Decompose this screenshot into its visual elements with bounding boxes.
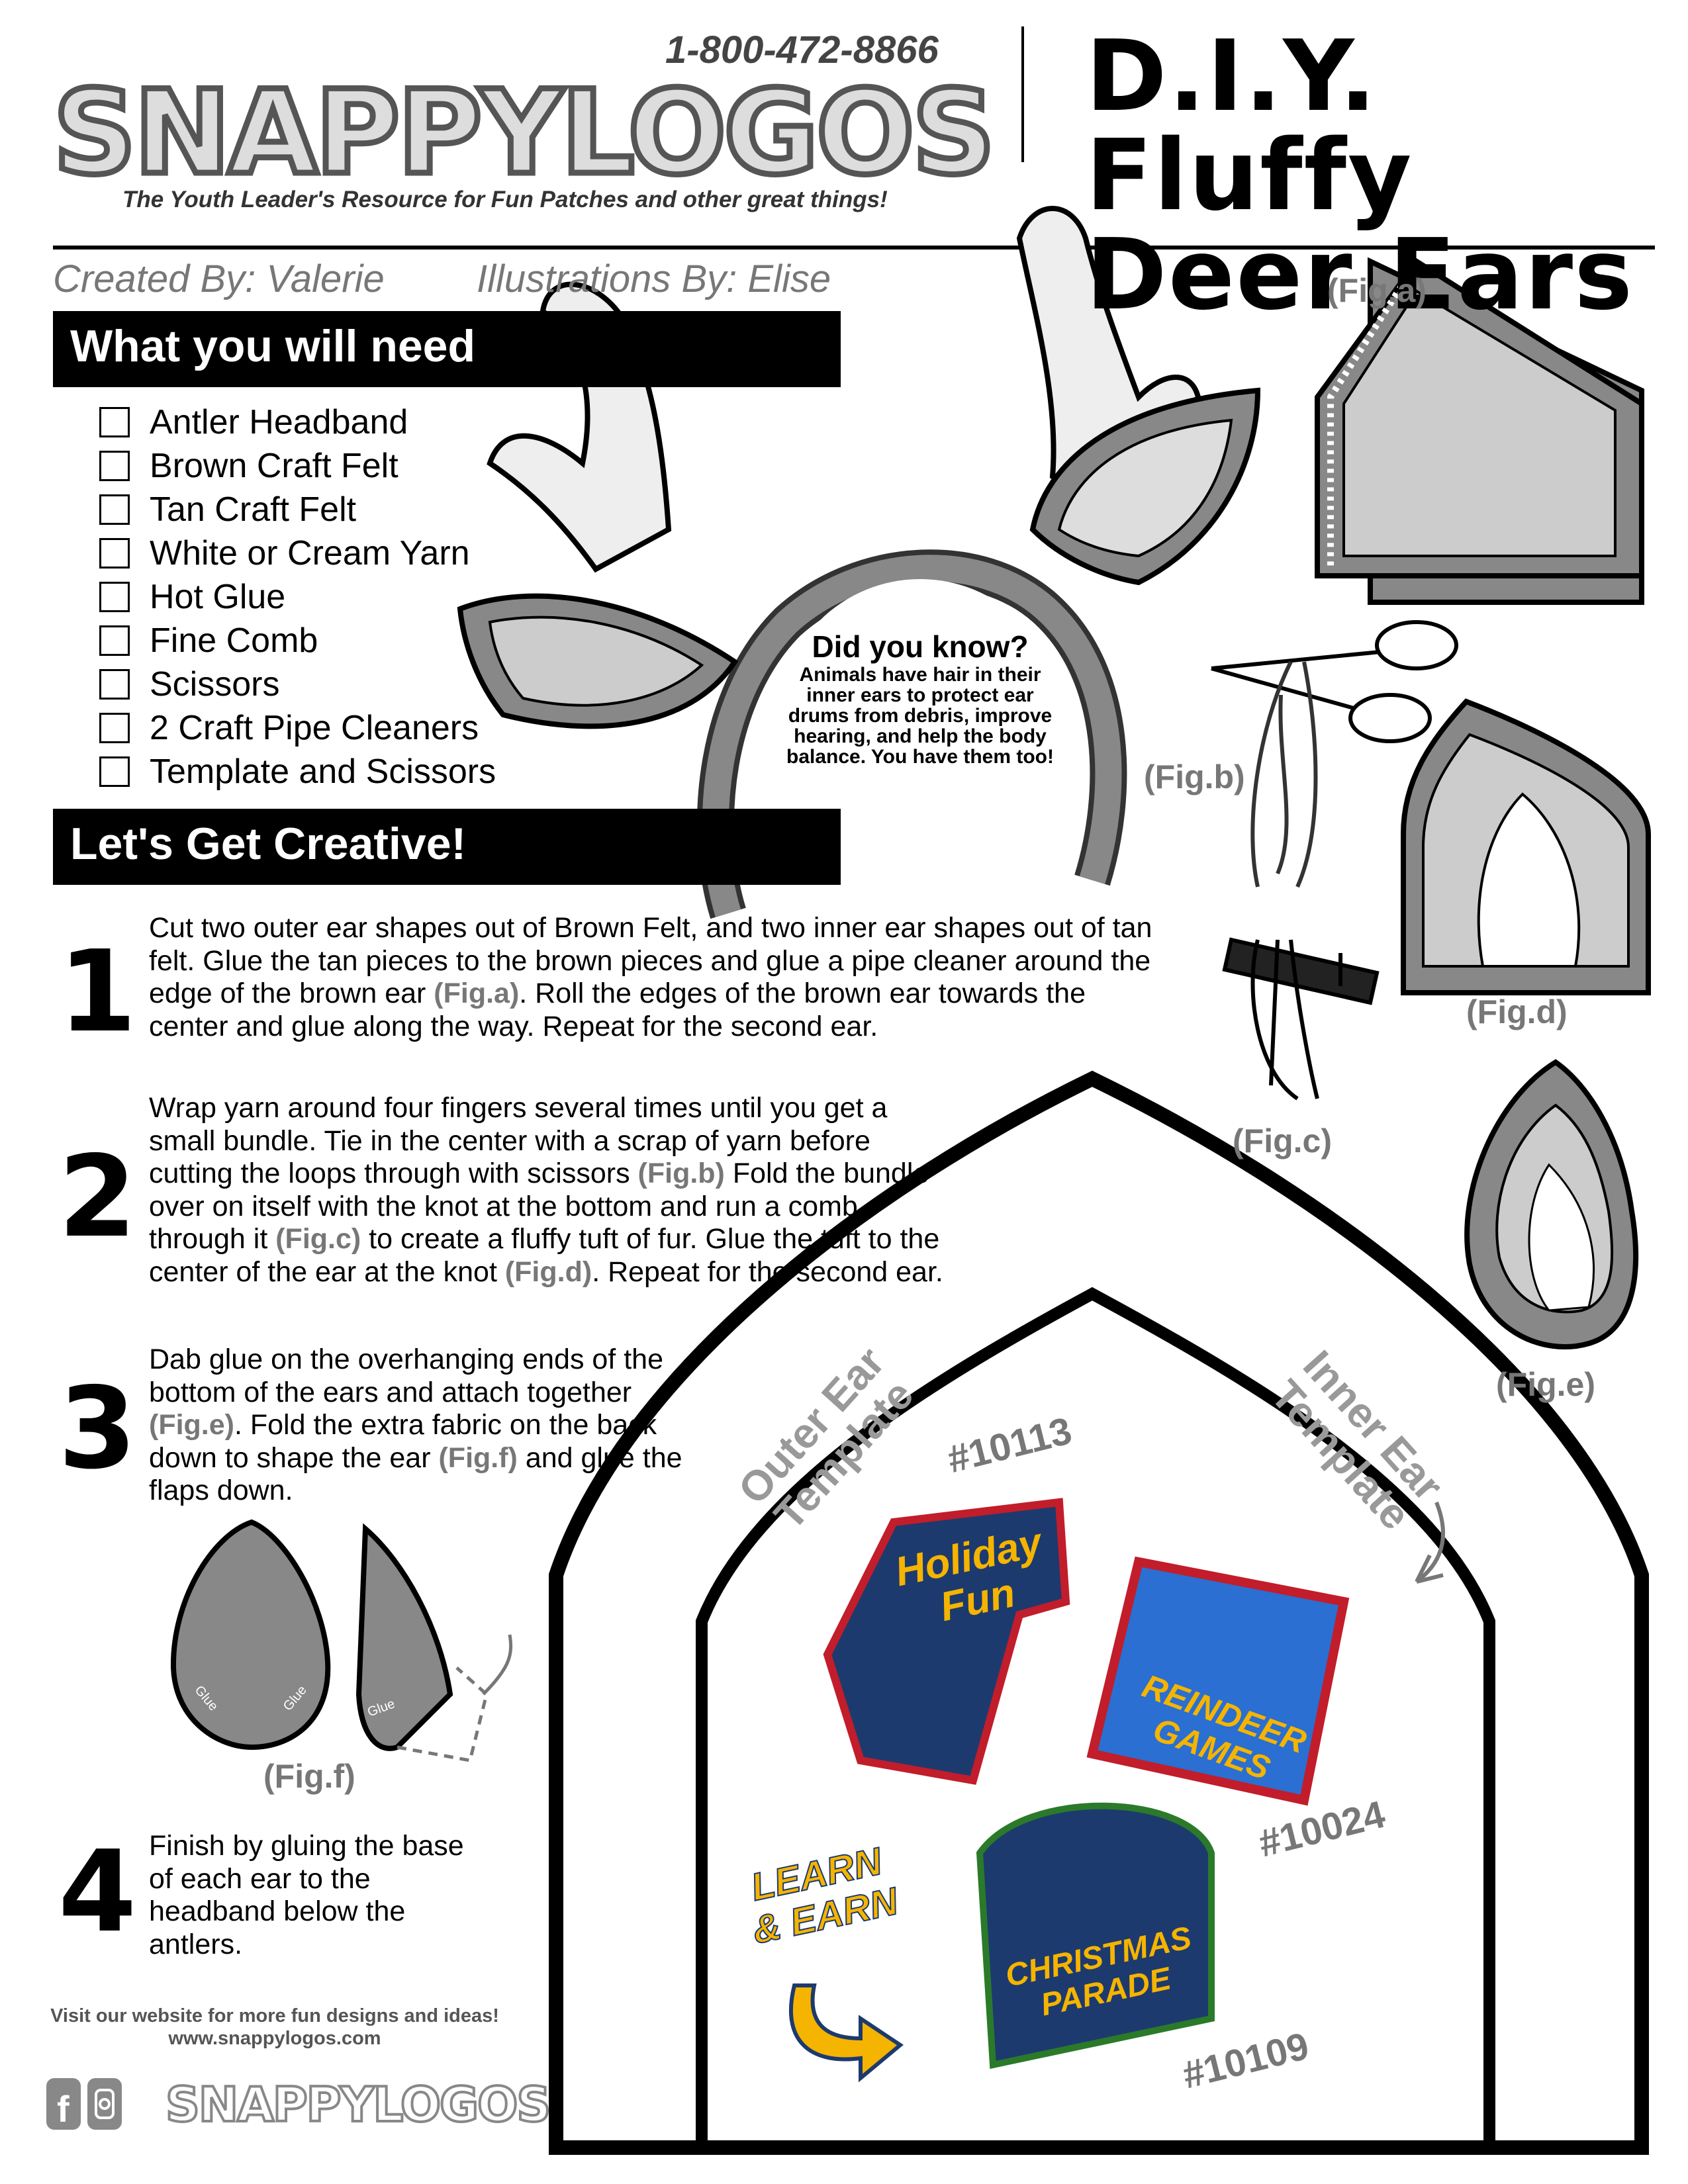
fig-c-comb-tuft bbox=[1222, 937, 1380, 1101]
fig-d-illustration bbox=[1401, 698, 1651, 995]
tagline: The Youth Leader's Resource for Fun Patc… bbox=[122, 187, 888, 212]
step-number: 2 bbox=[58, 1132, 137, 1263]
step-1-text: Cut two outer ear shapes out of Brown Fe… bbox=[149, 912, 1152, 1042]
facebook-icon[interactable] bbox=[46, 2078, 81, 2130]
fig-e-label: (Fig.e) bbox=[1496, 1366, 1595, 1403]
fig-e-illustration bbox=[1464, 1059, 1639, 1349]
fig-f-illustration bbox=[170, 1519, 513, 1762]
checkbox[interactable] bbox=[99, 713, 130, 743]
checklist-item[interactable]: White or Cream Yarn bbox=[99, 531, 496, 575]
checklist-item[interactable]: Hot Glue bbox=[99, 575, 496, 619]
title-line-2: Deer Ears bbox=[1086, 218, 1634, 332]
checklist-item[interactable]: Template and Scissors bbox=[99, 750, 496, 794]
checkbox[interactable] bbox=[99, 756, 130, 787]
created-by: Created By: Valerie bbox=[53, 257, 385, 300]
step-number: 4 bbox=[58, 1827, 137, 1958]
patch-christmas-parade bbox=[976, 1802, 1215, 2070]
phone-number: 1-800-472-8866 bbox=[665, 28, 939, 71]
did-you-know: Did you know? Animals have hair in their… bbox=[774, 629, 1066, 767]
step-number: 3 bbox=[58, 1363, 137, 1494]
patch-holiday-fun bbox=[823, 1498, 1070, 1785]
illustrations-by: Illustrations By: Elise bbox=[477, 257, 831, 300]
fig-c-label: (Fig.c) bbox=[1233, 1122, 1332, 1160]
checkbox[interactable] bbox=[99, 625, 130, 656]
checklist-item[interactable]: Scissors bbox=[99, 662, 496, 706]
outer-ear-template bbox=[549, 1070, 1649, 2155]
checklist-item[interactable]: Brown Craft Felt bbox=[99, 444, 496, 488]
checklist-item[interactable]: 2 Craft Pipe Cleaners bbox=[99, 706, 496, 750]
brand-logo: SNAPPYLOGOS bbox=[50, 64, 999, 204]
arrow-icon bbox=[1415, 1501, 1445, 1584]
checklist-item[interactable]: Tan Craft Felt bbox=[99, 488, 496, 531]
checklist-item[interactable]: Fine Comb bbox=[99, 619, 496, 662]
checkbox[interactable] bbox=[99, 669, 130, 700]
did-you-know-bubble bbox=[778, 579, 1062, 864]
fig-b-label: (Fig.b) bbox=[1144, 758, 1245, 796]
checkbox[interactable] bbox=[99, 538, 130, 569]
fig-d-label: (Fig.d) bbox=[1466, 993, 1568, 1030]
fig-f-label: (Fig.f) bbox=[263, 1758, 355, 1795]
needs-checklist: Antler Headband Brown Craft Felt Tan Cra… bbox=[99, 400, 496, 794]
patch-reindeer-games bbox=[1086, 1556, 1350, 1806]
step-3-text: Dab glue on the overhanging ends of the … bbox=[149, 1343, 682, 1506]
svg-text:f: f bbox=[57, 2088, 70, 2130]
learn-earn-arrow-icon bbox=[789, 1983, 904, 2083]
checkbox[interactable] bbox=[99, 407, 130, 437]
checkbox[interactable] bbox=[99, 494, 130, 525]
fig-a-label: (Fig.a) bbox=[1327, 272, 1427, 309]
footer-logo: SNAPPYLOGOS bbox=[164, 2075, 552, 2134]
title-line-1: D.I.Y. Fluffy bbox=[1086, 19, 1413, 232]
instagram-icon[interactable] bbox=[87, 2078, 122, 2130]
step-number: 1 bbox=[58, 927, 137, 1058]
footer-visit: Visit our website for more fun designs a… bbox=[50, 2005, 499, 2026]
fig-b-scissors-yarn bbox=[1211, 620, 1458, 888]
checkbox[interactable] bbox=[99, 582, 130, 612]
did-you-know-text: Animals have hair in their inner ears to… bbox=[786, 664, 1054, 768]
fig-a-illustration bbox=[1315, 257, 1644, 605]
creative-heading: Let's Get Creative! bbox=[53, 809, 841, 885]
checkbox[interactable] bbox=[99, 451, 130, 481]
did-you-know-heading: Did you know? bbox=[812, 629, 1029, 664]
step-4-text: Finish by gluing the base of each ear to… bbox=[149, 1830, 464, 1960]
step-2-text: Wrap yarn around four fingers several ti… bbox=[149, 1092, 943, 1288]
inner-ear-template bbox=[696, 1287, 1495, 2148]
checklist-item[interactable]: Antler Headband bbox=[99, 400, 496, 444]
footer-url[interactable]: www.snappylogos.com bbox=[168, 2028, 381, 2049]
needs-heading: What you will need bbox=[53, 311, 841, 387]
